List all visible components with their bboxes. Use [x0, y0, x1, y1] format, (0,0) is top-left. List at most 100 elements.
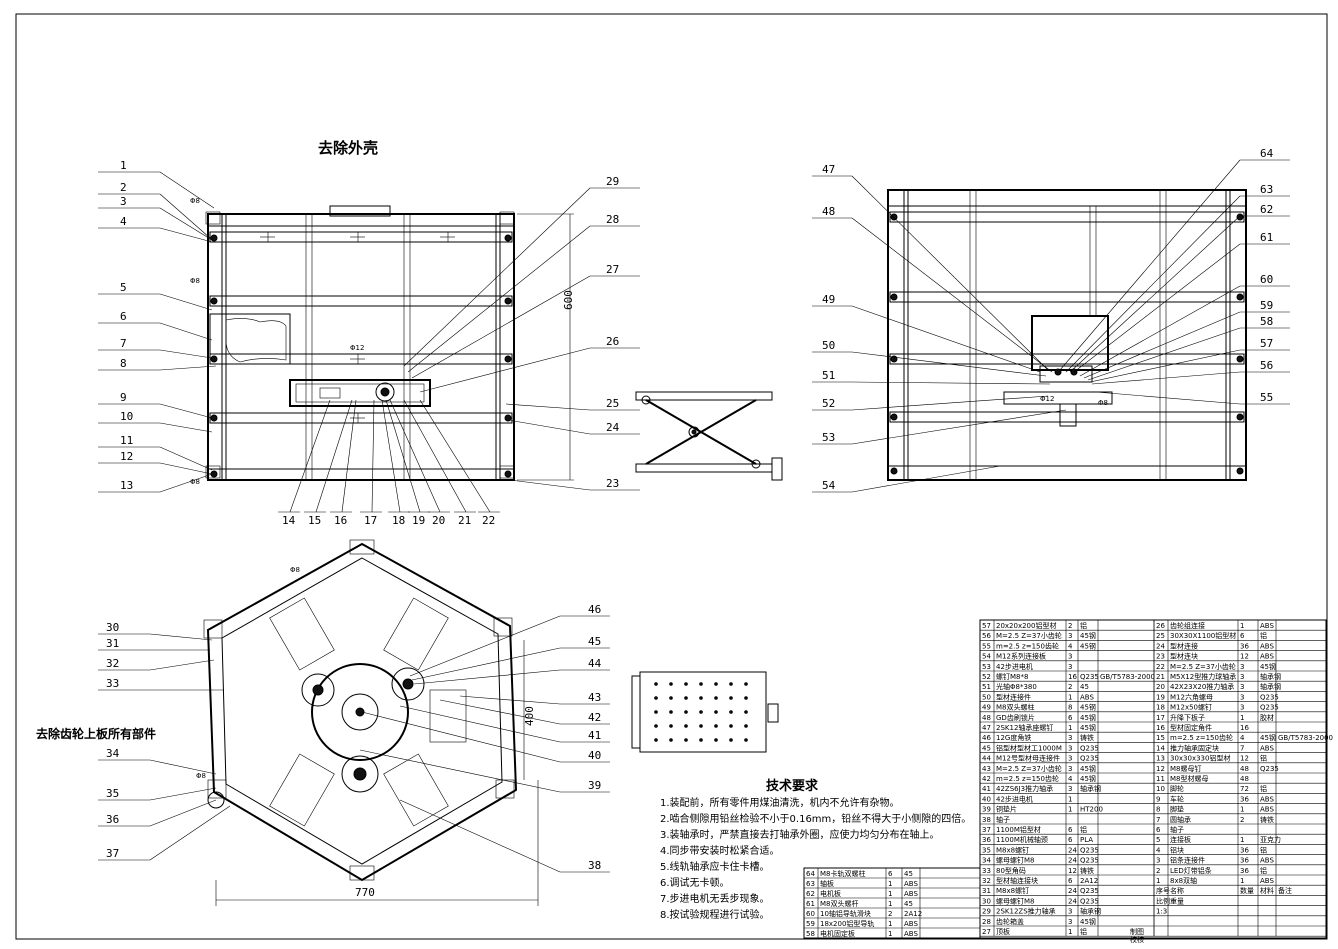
bom-cell: 30X30X1100铝型材: [1170, 631, 1236, 640]
bom-cell: 3: [1068, 734, 1072, 742]
bom-cell: Q235: [1080, 755, 1099, 763]
bom-cell: 20x20x200铝型材: [996, 621, 1056, 630]
bom-cell: 53: [982, 663, 991, 671]
bom-cell: 6: [1068, 714, 1073, 722]
bom-header-cell: 数量: [1240, 886, 1254, 895]
bom-cell: Q235: [1080, 887, 1099, 895]
callout-label: 6: [120, 310, 127, 323]
callout-label: 16: [334, 514, 347, 527]
bom-cell: 62: [806, 890, 815, 898]
bom-cell: 13: [1156, 755, 1165, 763]
bom-cell: M8x8螺钉: [996, 886, 1029, 895]
top-view: 去除齿轮上板所有部件: [36, 539, 779, 906]
tech-requirement-line: 6.调试无卡顿。: [660, 876, 730, 889]
callout-label: 4: [120, 215, 127, 228]
bom-cell: 1: [1068, 806, 1072, 814]
bom-cell: ABS: [904, 880, 918, 888]
bom-cell: 18: [1156, 704, 1165, 712]
bom-cell: 24: [1068, 857, 1077, 865]
bom-cell: 12G度角铁: [996, 733, 1031, 742]
bom-cell: 30: [982, 897, 991, 905]
phi-annotation: Φ8: [190, 197, 200, 205]
bom-cell: 18x200铝型导轨: [820, 919, 874, 928]
bom-cell: 铝块: [1170, 845, 1184, 854]
bom-cell: 22: [1156, 663, 1165, 671]
callout-label: 43: [588, 691, 601, 704]
bom-cell: 11: [1156, 775, 1165, 783]
bom-cell: 7: [1240, 744, 1244, 752]
bom-cell: 3: [1068, 765, 1072, 773]
rail-hole: [669, 710, 673, 714]
bom-cell: 亚克力: [1260, 835, 1281, 844]
bom-cell: 20: [1156, 683, 1165, 691]
bom-cell: 6: [888, 870, 893, 878]
callout-label: 31: [106, 637, 119, 650]
bom-cell: 57: [982, 622, 991, 630]
callout-label: 8: [120, 357, 127, 370]
rail-hole: [699, 696, 703, 700]
bom-cell: 3: [1068, 663, 1072, 671]
rail-hole: [699, 738, 703, 742]
bom-cell: Q235: [1260, 765, 1279, 773]
callout-label: 2: [120, 181, 127, 194]
rail-hole: [654, 738, 658, 742]
bom-cell: 12: [1156, 765, 1165, 773]
bom-cell: 1: [1068, 724, 1072, 732]
rail-hole: [744, 724, 748, 728]
callout-label: 15: [308, 514, 321, 527]
bom-header-cell: 序号: [1156, 886, 1170, 895]
bom-cell: M12号型材母连接件: [996, 754, 1060, 763]
rail-hole: [684, 724, 688, 728]
bom-cell: 17: [1156, 714, 1165, 722]
height-dimension: 600: [562, 290, 575, 310]
bom-cell: 4: [1156, 846, 1161, 854]
bom-cell: 轴承钢: [1080, 784, 1101, 793]
bom-cell: 铸铁: [1080, 733, 1094, 742]
callout-label: 25: [606, 397, 619, 410]
bom-cell: 30x30x330铝型材: [1170, 754, 1230, 763]
bom-cell: 6: [1240, 632, 1245, 640]
bom-cell: 45钢: [1080, 641, 1096, 650]
bom-cell: 64: [806, 870, 815, 878]
bom-cell: 2: [1156, 867, 1160, 875]
bom-cell: 型材轴连接块: [996, 876, 1038, 885]
bom-cell: 3: [1240, 683, 1244, 691]
bom-cell: 顶板: [996, 927, 1010, 936]
bom-cell: 23: [1156, 653, 1165, 661]
callout-label: 50: [822, 339, 835, 352]
rail-hole: [714, 724, 718, 728]
callout-label: 54: [822, 479, 836, 492]
bom-cell: 4: [1068, 642, 1073, 650]
bom-cell: 螺母螺钉M8: [996, 896, 1035, 905]
front-view-title: 去除外壳: [318, 139, 378, 157]
bom-cell: 50: [982, 693, 991, 701]
bom-cell: Q235: [1080, 857, 1099, 865]
callout-label: 9: [120, 391, 127, 404]
bom-cell: 19: [1156, 693, 1165, 701]
bom-cell: 轴承钢: [1260, 682, 1281, 691]
callout-label: 11: [120, 434, 133, 447]
bom-cell: 铝: [1260, 631, 1267, 640]
callout-label: 42: [588, 711, 601, 724]
bom-cell: 1: [888, 880, 892, 888]
bom-cell: 1: [1240, 836, 1244, 844]
bom-cell: 36: [1240, 642, 1249, 650]
bom-cell: 3: [1068, 918, 1072, 926]
bom-cell: 42步进电机: [996, 662, 1033, 671]
callout-label: 62: [1260, 203, 1273, 216]
bom-cell: 铝: [1260, 784, 1267, 793]
bom-cell: 45: [904, 900, 913, 908]
bom-cell: ABS: [904, 890, 918, 898]
bom-cell: 36: [1240, 846, 1249, 854]
bom-cell: 1: [888, 900, 892, 908]
bom-cell: M8螺母钉: [1170, 764, 1202, 773]
title-block-label: 校核: [1130, 935, 1144, 944]
bom-cell: 1: [1068, 928, 1072, 936]
bom-cell: 10轴铝导轨滑块: [820, 909, 871, 918]
bom-cell: 42ZS6J3推力轴承: [996, 784, 1053, 793]
bom-cell: M8x8螺钉: [996, 845, 1029, 854]
callout-label: 32: [106, 657, 119, 670]
